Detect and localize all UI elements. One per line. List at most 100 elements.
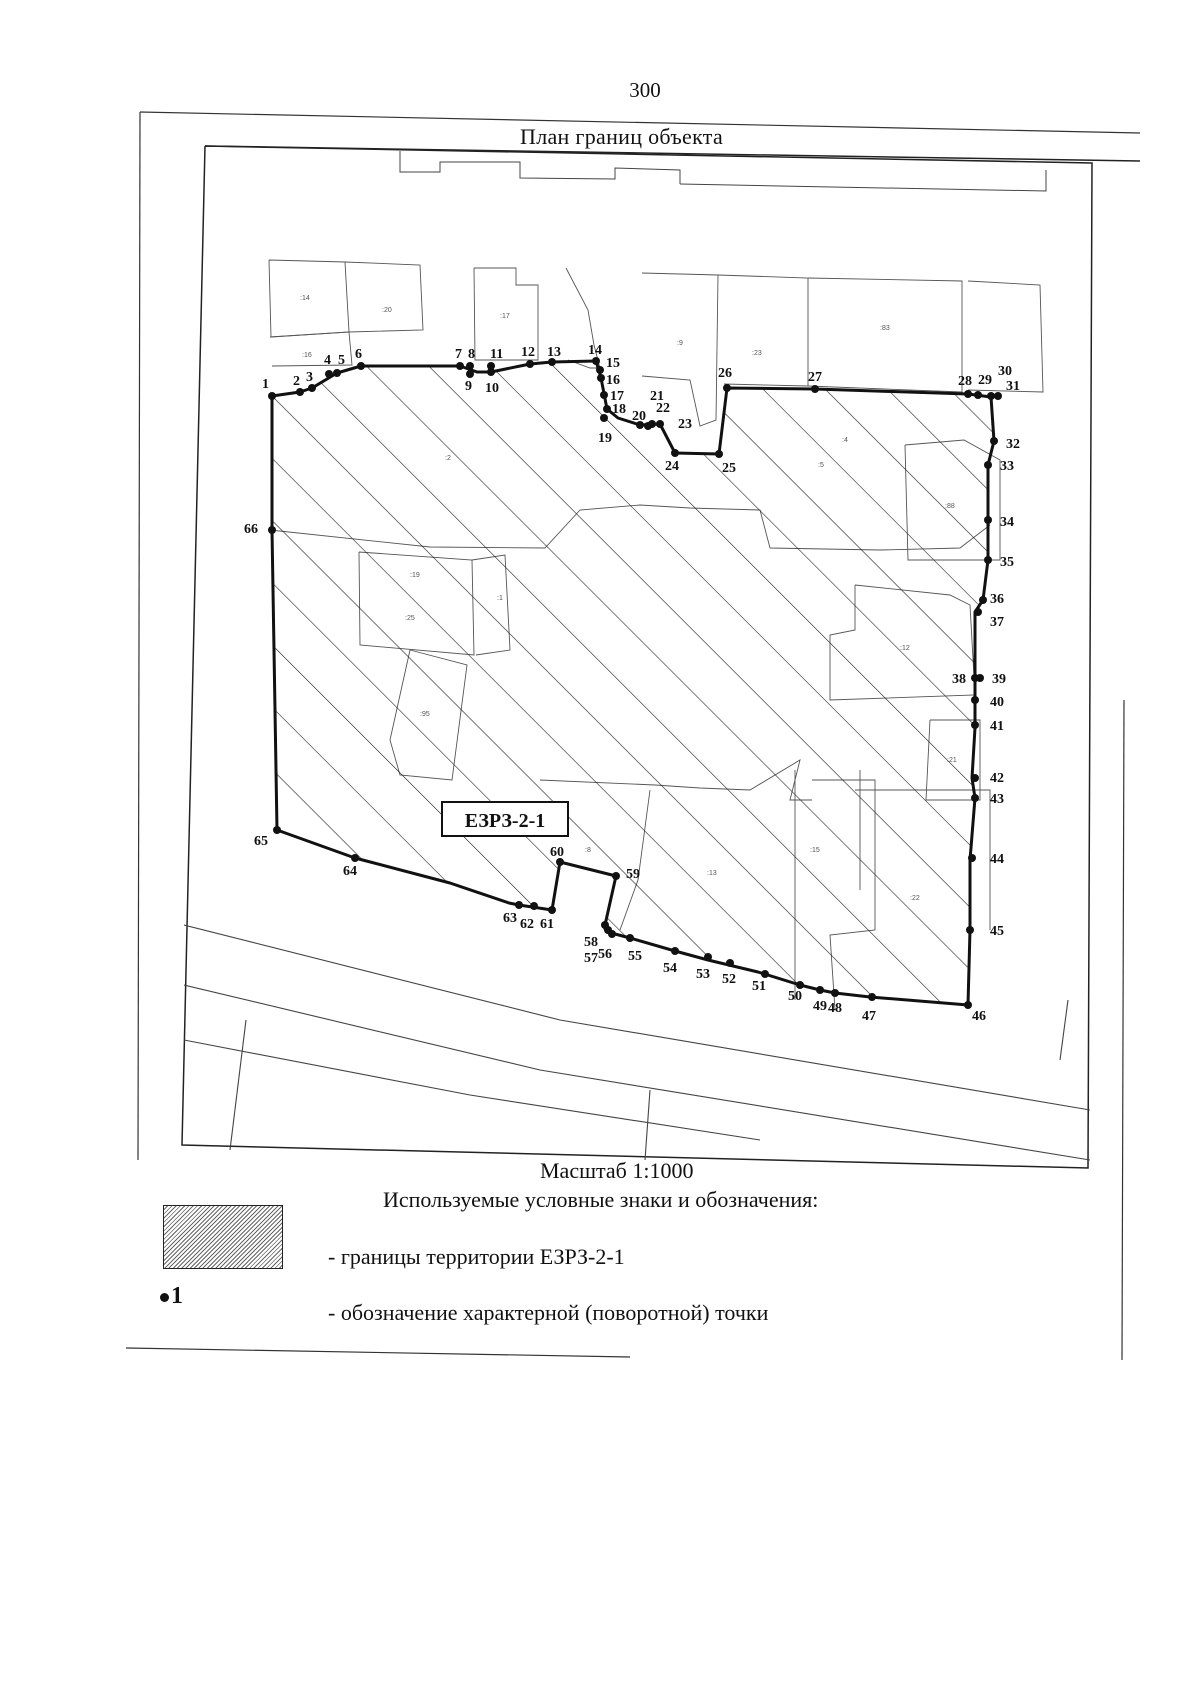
turning-point-dot (984, 516, 992, 524)
turning-point-label: 8 (468, 347, 475, 362)
turning-point-dot (811, 385, 819, 393)
turning-point-label: 66 (244, 522, 258, 537)
parcel-label: :5 (818, 462, 824, 469)
legend-point-text: - обозначение характерной (поворотной) т… (328, 1300, 769, 1325)
turning-point-dot (987, 392, 995, 400)
map-title: План границ объекта (520, 124, 724, 149)
turning-point-label: 41 (990, 719, 1004, 734)
turning-point-label: 65 (254, 834, 268, 849)
turning-point-label: 42 (990, 771, 1004, 786)
turning-point-dot (526, 360, 534, 368)
parcel-label: :16 (302, 352, 312, 359)
turning-point-dot (816, 986, 824, 994)
turning-point-label: 28 (958, 374, 972, 389)
turning-point-dot (601, 921, 609, 929)
legend-heading: Используемые условные знаки и обозначени… (383, 1187, 819, 1212)
turning-point-dot (636, 421, 644, 429)
turning-point-label: 59 (626, 867, 640, 882)
turning-point-label: 12 (521, 345, 535, 360)
turning-point-dot (984, 461, 992, 469)
page-frame (125, 111, 1141, 1361)
turning-point-label: 19 (598, 431, 612, 446)
turning-point-label: 16 (606, 373, 620, 388)
map-frame (181, 145, 1141, 1169)
zone-label: ЕЗРЗ-2-1 (441, 801, 569, 837)
turning-point-label: 63 (503, 911, 517, 926)
turning-point-label: 2 (293, 374, 300, 389)
parcel-label: :95 (420, 711, 430, 718)
turning-point-dot (548, 358, 556, 366)
turning-point-dot (974, 608, 982, 616)
turning-point-dot (548, 906, 556, 914)
turning-point-dot (964, 1001, 972, 1009)
turning-point-label: 52 (722, 972, 736, 987)
turning-point-label: 49 (813, 999, 827, 1014)
turning-point-label: 44 (990, 852, 1004, 867)
territory-ezrz-2-1 (270, 359, 996, 1007)
turning-point-label: 10 (485, 381, 499, 396)
turning-point-label: 51 (752, 979, 766, 994)
turning-point-label: 55 (628, 949, 642, 964)
turning-point-dot (990, 437, 998, 445)
parcel-label: :4 (842, 437, 848, 444)
turning-point-dot (715, 450, 723, 458)
turning-point-dot (976, 674, 984, 682)
turning-point-dot (308, 384, 316, 392)
parcel-label: :12 (900, 645, 910, 652)
turning-point-label: 58 (584, 935, 598, 950)
turning-point-label: 23 (678, 417, 692, 432)
turning-point-label: 26 (718, 366, 732, 381)
turning-point-dot (597, 374, 605, 382)
legend-point-marker: 1 (160, 1283, 183, 1310)
turning-point-dot (466, 362, 474, 370)
turning-point-label: 50 (788, 989, 802, 1004)
turning-point-label: 35 (1000, 555, 1014, 570)
turning-point-label: 56 (598, 947, 612, 962)
turning-point-dot (592, 357, 600, 365)
parcel-label: :2 (445, 455, 451, 462)
parcel-label: :14 (300, 295, 310, 302)
turning-point-dot (626, 934, 634, 942)
turning-point-dot (456, 362, 464, 370)
turning-point-label: 6 (355, 347, 362, 362)
turning-point-label: 24 (665, 459, 679, 474)
legend-point-number: 1 (171, 1283, 183, 1309)
turning-point-label: 64 (343, 864, 357, 879)
turning-point-label: 29 (978, 373, 992, 388)
turning-point-label: 5 (338, 353, 345, 368)
turning-point-dot (466, 370, 474, 378)
turning-point-label: 53 (696, 967, 710, 982)
map-scale: Масштаб 1:1000 (540, 1158, 694, 1183)
turning-point-dot (325, 370, 333, 378)
parcel-label: :17 (500, 313, 510, 320)
turning-point-label: 48 (828, 1001, 842, 1016)
turning-point-dot (556, 858, 564, 866)
turning-point-dot (971, 721, 979, 729)
turning-point-label: 15 (606, 356, 620, 371)
turning-point-dot (487, 362, 495, 370)
parcel-label: :13 (707, 870, 717, 877)
turning-point-dot (964, 390, 972, 398)
turning-point-label: 22 (656, 401, 670, 416)
turning-point-label: 37 (990, 615, 1004, 630)
parcel-label: :15 (810, 847, 820, 854)
turning-point-label: 30 (998, 364, 1012, 379)
turning-point-dot (530, 902, 538, 910)
turning-point-label: 38 (952, 672, 966, 687)
turning-point-label: 27 (808, 370, 822, 385)
parcel-number-labels: :14 :20 :16 :17 :9 :23 :83 :2 :4 :5 :88 … (300, 295, 957, 902)
turning-point-dot (268, 526, 276, 534)
turning-point-dot (268, 392, 276, 400)
turning-point-dot (796, 981, 804, 989)
turning-point-dot (966, 926, 974, 934)
parcel-label: :20 (382, 307, 392, 314)
turning-point-label: 60 (550, 845, 564, 860)
turning-point-dot (971, 794, 979, 802)
turning-point-dot (868, 993, 876, 1001)
turning-point-label: 61 (540, 917, 554, 932)
parcel-label: :22 (910, 895, 920, 902)
turning-point-label: 20 (632, 409, 646, 424)
turning-point-dot (487, 368, 495, 376)
page-number: 300 (629, 78, 661, 102)
